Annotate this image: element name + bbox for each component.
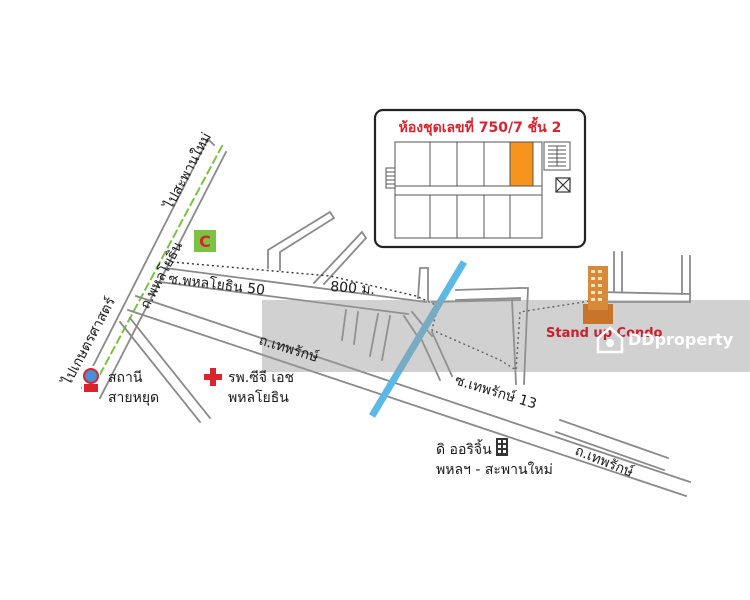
station-label-line1: สถานี xyxy=(108,370,143,386)
condo-tower-icon xyxy=(583,266,613,324)
roads xyxy=(80,137,692,498)
highlighted-unit xyxy=(509,141,534,187)
building-icon xyxy=(496,438,508,456)
stairs-icon xyxy=(543,141,571,171)
dorigin-label-line2: พหลฯ - สะพานใหม่ xyxy=(436,461,553,478)
road-thephaarak xyxy=(126,294,692,498)
hospital-label-line1: รพ.ซีจี เอช xyxy=(228,370,294,386)
watermark: DDproperty xyxy=(596,326,734,354)
bigc-logo-icon: C xyxy=(194,230,216,252)
elevator-icon xyxy=(555,177,571,193)
floor-plan-title: ห้องชุดเลขที่ 750/7 ชั้น 2 xyxy=(399,116,562,136)
road-soi-phahonyothin-50 xyxy=(158,266,521,316)
route-dotted xyxy=(171,261,597,372)
label-distance: 800 ม. xyxy=(330,279,376,298)
dorigin-label-line1: ดิ ออริจิ้น xyxy=(436,439,492,458)
hospital-label-line2: พหลโยธิน xyxy=(228,389,289,406)
watermark-text: DDproperty xyxy=(628,330,734,349)
rail-line xyxy=(88,144,224,395)
label-to-saphan-mai: ไปสะพานใหม่ xyxy=(160,130,215,213)
floor-plan-inset: ห้องชุดเลขที่ 750/7 ชั้น 2 xyxy=(373,108,587,249)
label-thephaarak-2: ถ.เทพรักษ์ xyxy=(573,442,637,481)
watermark-band xyxy=(262,300,750,372)
bts-logo-icon xyxy=(82,366,100,394)
road-phahonyothin xyxy=(80,137,228,400)
station-label-line2: สายหยุด xyxy=(108,390,159,406)
hospital-cross-icon xyxy=(204,368,222,386)
ddproperty-logo-icon xyxy=(596,326,624,354)
svg-text:C: C xyxy=(199,232,211,251)
canal xyxy=(368,260,468,418)
